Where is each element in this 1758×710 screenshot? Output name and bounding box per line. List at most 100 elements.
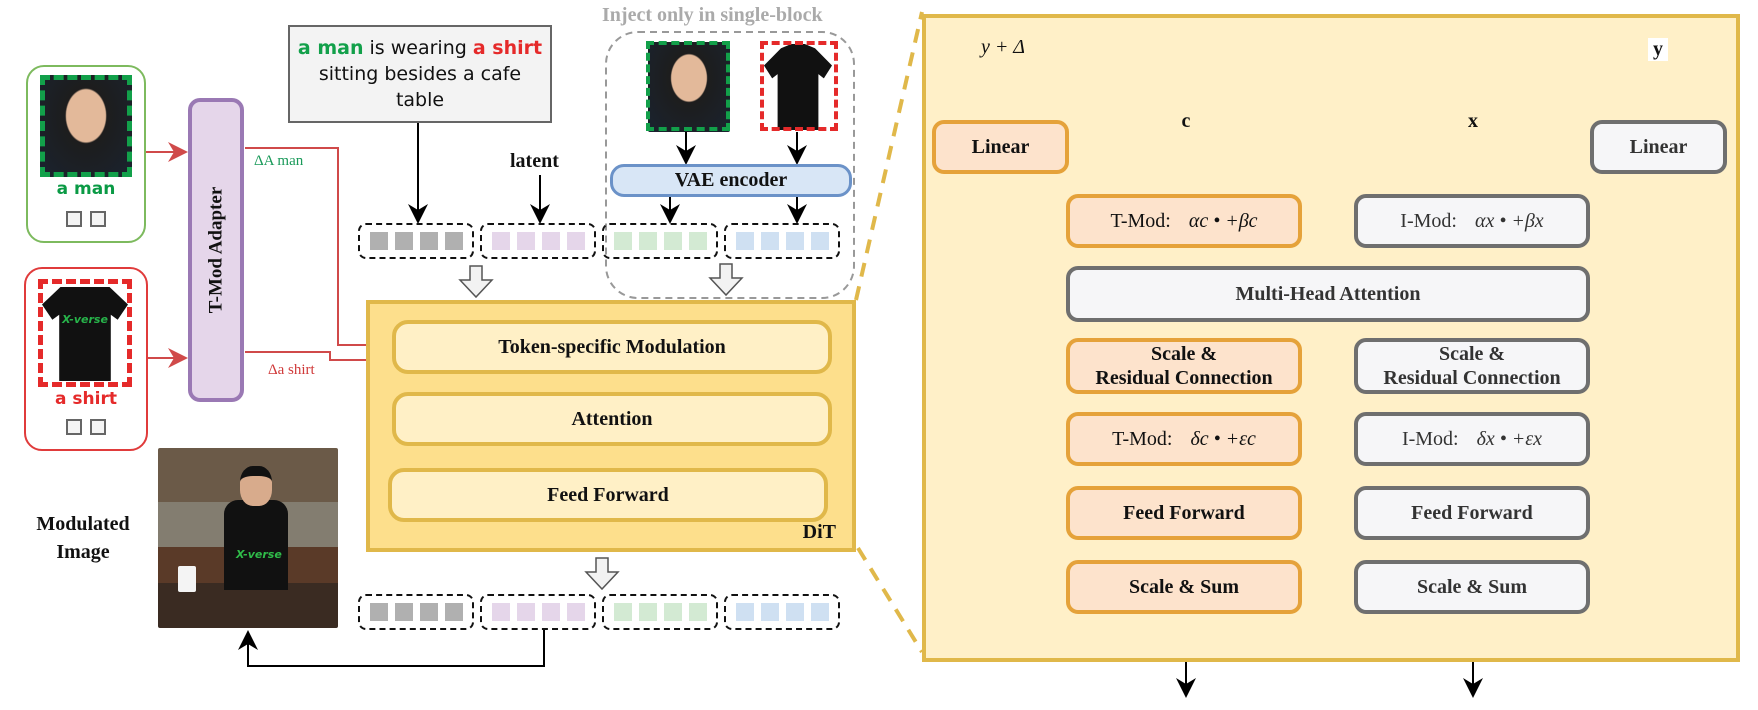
- hollow-arrow-output: [584, 557, 620, 591]
- token: [444, 232, 463, 250]
- token-group: [602, 223, 718, 259]
- token: [541, 232, 560, 250]
- input-y: y: [1648, 38, 1668, 61]
- token: [735, 603, 754, 621]
- token: [638, 232, 657, 250]
- token: [760, 603, 779, 621]
- linear-right: Linear: [1590, 120, 1727, 174]
- token-group: [724, 594, 840, 630]
- linear-left: Linear: [932, 120, 1069, 174]
- vae-encoder: VAE encoder: [610, 164, 852, 197]
- zoom-line-bottom: [856, 546, 924, 654]
- feed-forward-left: Feed Forward: [1066, 486, 1302, 540]
- token: [516, 603, 535, 621]
- token: [516, 232, 535, 250]
- input-c: c: [1181, 110, 1191, 132]
- scale-residual-right: Scale &Residual Connection: [1354, 338, 1590, 394]
- attention-block: Attention: [392, 392, 832, 446]
- red-dashed-box: [38, 279, 132, 387]
- token-group: [480, 223, 596, 259]
- green-dashed-box: [646, 41, 730, 131]
- feed-forward-right: Feed Forward: [1354, 486, 1590, 540]
- i-mod-delta-epsilon: I-Mod:δx • +εx: [1354, 412, 1590, 466]
- slot-squares: [28, 211, 144, 227]
- label-a-shirt: a shirt: [55, 389, 117, 409]
- man-image-small: [648, 42, 730, 132]
- token: [663, 603, 682, 621]
- arrow-delta-man: [245, 147, 394, 355]
- prompt-rest: sitting besides a cafe table: [318, 63, 522, 111]
- token: [760, 232, 779, 250]
- token: [491, 603, 510, 621]
- text-prompt-box: a man is wearing a shirt sitting besides…: [288, 25, 552, 123]
- delta-man-label: ΔA man: [254, 153, 304, 169]
- token: [688, 603, 707, 621]
- token: [566, 232, 585, 250]
- token: [566, 603, 585, 621]
- t-mod-delta-epsilon: T-Mod:δc • +εc: [1066, 412, 1302, 466]
- token-group: [480, 594, 596, 630]
- token-group: [358, 223, 474, 259]
- modulated-image: X-verse: [158, 448, 338, 628]
- token: [444, 603, 463, 621]
- detail-panel: [922, 14, 1740, 662]
- prompt-object: a shirt: [472, 37, 543, 59]
- reference-card-man: a man: [26, 65, 146, 243]
- slot-squares: [26, 419, 146, 435]
- shirt-logo: X-verse: [62, 313, 108, 326]
- label-a-man: a man: [56, 179, 116, 199]
- prompt-subject: a man: [297, 37, 364, 59]
- token: [541, 603, 560, 621]
- token: [735, 232, 754, 250]
- reference-card-shirt: X-verse a shirt: [24, 267, 148, 451]
- latent-label: latent: [510, 150, 559, 172]
- modulated-image-label: Modulated Image: [36, 513, 130, 563]
- token: [394, 232, 413, 250]
- inject-region: [605, 31, 855, 299]
- token: [613, 603, 632, 621]
- green-dashed-box: [40, 75, 132, 177]
- prompt-verb: is wearing: [363, 37, 473, 59]
- zoom-line-top: [854, 11, 924, 301]
- dit-label: DiT: [802, 521, 836, 543]
- token: [810, 603, 829, 621]
- t-mod-adapter: T-Mod Adapter: [188, 98, 244, 402]
- token: [638, 603, 657, 621]
- red-dashed-box: [760, 41, 838, 131]
- arrow-tokens-to-image: [238, 628, 545, 667]
- i-mod-alpha-beta: I-Mod:αx • +βx: [1354, 194, 1590, 248]
- token-group: [724, 223, 840, 259]
- man-image: [40, 75, 132, 177]
- adapter-label: T-Mod Adapter: [205, 186, 227, 314]
- token: [419, 603, 438, 621]
- output-token-row: [358, 594, 840, 630]
- scale-residual-left: Scale &Residual Connection: [1066, 338, 1302, 394]
- delta-shirt-label: Δa shirt: [268, 362, 315, 378]
- token: [688, 232, 707, 250]
- token: [810, 232, 829, 250]
- token: [785, 232, 804, 250]
- token: [613, 232, 632, 250]
- token-group: [358, 594, 474, 630]
- multi-head-attention: Multi-Head Attention: [1066, 266, 1590, 322]
- input-y-delta: y + Δ: [980, 36, 1026, 58]
- scale-sum-left: Scale & Sum: [1066, 560, 1302, 614]
- input-token-row: [358, 223, 840, 259]
- input-x: x: [1468, 110, 1478, 132]
- token: [394, 603, 413, 621]
- token: [419, 232, 438, 250]
- scale-sum-right: Scale & Sum: [1354, 560, 1590, 614]
- token-specific-modulation-block: Token-specific Modulation: [392, 320, 832, 374]
- arrow-delta-shirt: [245, 350, 394, 370]
- inject-label: Inject only in single-block: [602, 4, 823, 26]
- token-group: [602, 594, 718, 630]
- hollow-arrow-right: [708, 263, 744, 297]
- dit-container: Token-specific Modulation Attention Feed…: [366, 300, 856, 552]
- token: [491, 232, 510, 250]
- token: [663, 232, 682, 250]
- token: [785, 603, 804, 621]
- t-mod-alpha-beta: T-Mod:αc • +βc: [1066, 194, 1302, 248]
- hollow-arrow-left: [458, 265, 494, 299]
- token: [369, 603, 388, 621]
- feed-forward-block: Feed Forward: [388, 468, 828, 522]
